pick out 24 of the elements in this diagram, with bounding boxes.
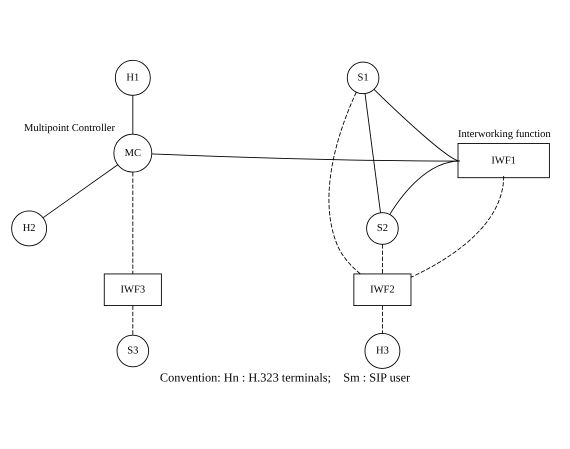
node-circle: H1 [114, 60, 151, 96]
caption: Convention: Hn : H.323 terminals; Sm : SIP user [160, 370, 410, 385]
node-circle: S2 [366, 212, 399, 245]
connector [364, 93, 381, 214]
connector [374, 89, 460, 162]
node-circle: S1 [346, 62, 380, 94]
node-label: Interworking function [458, 128, 551, 140]
connector [382, 244, 383, 274]
node-box: IWF3 [104, 273, 162, 306]
connector [132, 94, 134, 135]
node-circle: S3 [116, 334, 150, 368]
connector [42, 164, 118, 218]
connector [328, 92, 361, 274]
node-box: IWF1 [458, 143, 550, 178]
connector [132, 305, 134, 336]
node-circle: MC [113, 134, 152, 173]
node-box: IWF2 [353, 273, 412, 306]
node-circle: H2 [11, 210, 48, 246]
connector [382, 305, 383, 334]
connector [132, 172, 134, 274]
connector [410, 176, 504, 278]
node-circle: H3 [364, 333, 400, 369]
connector [389, 160, 460, 215]
node-label: Multipoint Controller [24, 123, 116, 134]
